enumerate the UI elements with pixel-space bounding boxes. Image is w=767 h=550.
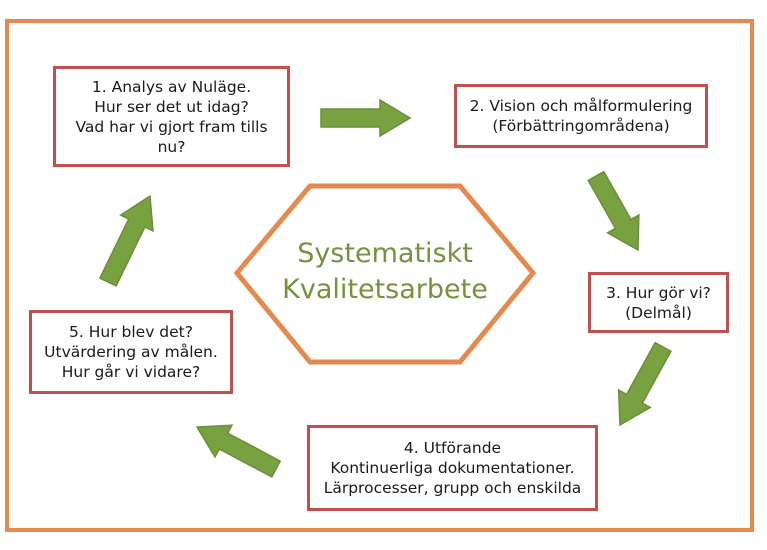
arrow-2-to-3 bbox=[587, 170, 640, 252]
step-4-line-1: 4. Utförande bbox=[403, 439, 502, 457]
step-2-line-2: (Förbättringområdena) bbox=[492, 117, 670, 135]
arrow-3-to-4 bbox=[617, 341, 672, 427]
step-5-line-3: Hur går vi vidare? bbox=[61, 363, 201, 381]
step-4-execution-box: 4. Utförande Kontinuerliga dokumentation… bbox=[307, 425, 598, 511]
center-title-line1: Systematiskt bbox=[297, 238, 473, 269]
center-title-line2: Kvalitetsarbete bbox=[282, 274, 488, 305]
step-4-line-2: Kontinuerliga dokumentationer. bbox=[330, 459, 575, 477]
arrow-1-to-2 bbox=[320, 98, 412, 138]
step-1-line-4: nu? bbox=[157, 137, 186, 156]
step-3-line-2: (Delmål) bbox=[625, 303, 692, 322]
center-hexagon bbox=[233, 183, 537, 365]
step-2-vision-box: 2. Vision och målformulering (Förbättrin… bbox=[454, 84, 708, 148]
step-3-line-1: 3. Hur gör vi? bbox=[606, 283, 711, 302]
step-4-line-3: Lärprocesser, grupp och enskilda bbox=[323, 479, 582, 497]
step-5-line-1: 5. Hur blev det? bbox=[69, 323, 193, 341]
step-1-line-3: Vad har vi gjort fram tills bbox=[75, 117, 268, 136]
step-5-evaluation-box: 5. Hur blev det? Utvärdering av målen. H… bbox=[29, 310, 233, 394]
step-3-how-box: 3. Hur gör vi? (Delmål) bbox=[588, 272, 729, 333]
arrow-5-to-1 bbox=[98, 194, 154, 287]
arrow-4-to-5 bbox=[195, 424, 282, 478]
center-title: Systematiskt Kvalitetsarbete bbox=[240, 236, 530, 308]
step-1-analysis-box: 1. Analys av Nuläge. Hur ser det ut idag… bbox=[53, 66, 290, 167]
step-2-line-1: 2. Vision och målformulering bbox=[469, 97, 693, 115]
step-5-line-2: Utvärdering av målen. bbox=[44, 343, 218, 361]
step-1-line-1: 1. Analys av Nuläge. bbox=[91, 77, 252, 96]
step-1-line-2: Hur ser det ut idag? bbox=[94, 97, 249, 116]
